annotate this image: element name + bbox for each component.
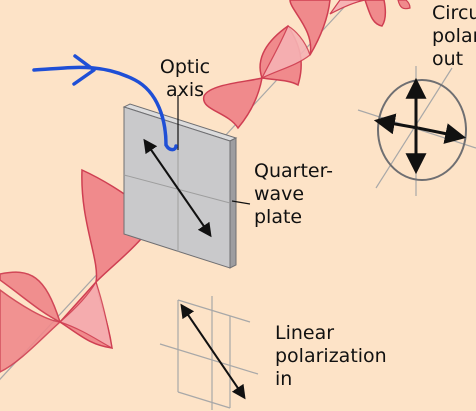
linear-wave-lobe-1 [0, 271, 62, 324]
linear-axis-h3 [177, 391, 231, 409]
linear-polarization-inset [159, 296, 259, 410]
circular-label-line-2: polar [432, 25, 476, 47]
plate-label-line-2: wave [254, 183, 305, 205]
linear-axis-h1 [177, 299, 251, 323]
circular-wave-lobe-4 [329, 0, 366, 15]
circular-wave-lobe-5 [364, 0, 387, 27]
circular-wave-lobe-2b [260, 25, 311, 80]
quarter-wave-plate [122, 103, 238, 269]
circular-polarization-label: Circu polar out [432, 2, 476, 71]
linear-label-line-3: in [275, 368, 293, 390]
linear-wave-lobe-1b [0, 289, 62, 373]
circular-wave-lobe-1 [203, 76, 263, 130]
circular-wave-lobe-3 [289, 0, 331, 56]
linear-wave [0, 168, 163, 373]
linear-wave-lobe-2b [58, 280, 113, 350]
plate-label-line-1: Quarter- [254, 160, 334, 182]
linear-label-line-1: Linear [275, 322, 335, 344]
plate-leader-line [231, 200, 251, 205]
plate-label-line-3: plate [254, 206, 303, 228]
linear-label-line-2: polarization [275, 345, 387, 367]
circular-horizontal-arrow-right [417, 123, 467, 144]
optic-axis-label-line-1: Optic [159, 56, 211, 78]
linear-axis-h2 [159, 343, 259, 375]
circular-horizontal-arrow-left [373, 113, 419, 135]
circular-wave [203, 0, 411, 130]
optic-axis-label-line-2: axis [165, 79, 205, 101]
linear-polarization-label: Linear polarization in [275, 322, 387, 391]
plate-side-edge [229, 137, 237, 269]
circular-wave-lobe-6 [397, 0, 411, 10]
circular-label-line-1: Circu [432, 2, 476, 24]
circular-label-line-3: out [432, 48, 464, 70]
circular-polarization-inset [357, 66, 476, 196]
optic-axis-arrow [32, 65, 178, 152]
optic-axis-arrowhead [72, 54, 96, 86]
optic-axis-label: Optic axis [148, 56, 222, 102]
plate-polarization-arrow [143, 138, 212, 238]
linear-polarization-arrow [180, 303, 246, 400]
plate-label: Quarter- wave plate [254, 160, 333, 229]
